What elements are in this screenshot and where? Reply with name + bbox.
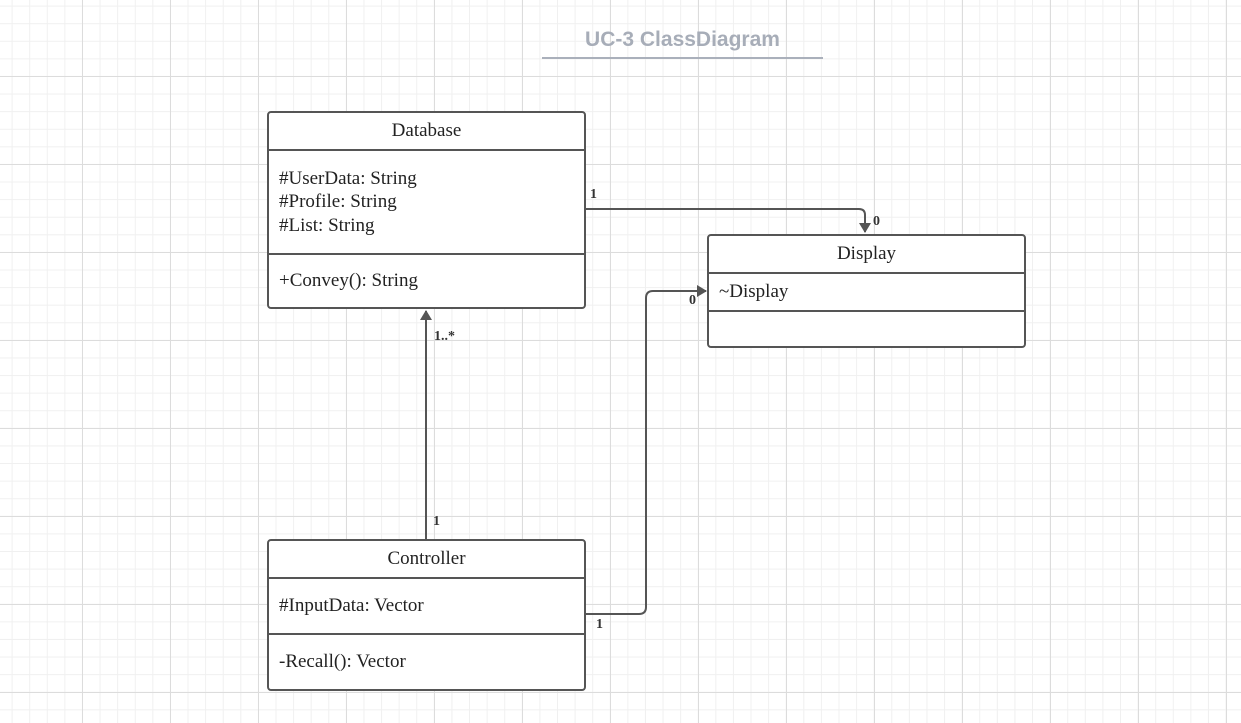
controller-attribute: #InputData: Vector <box>279 595 424 617</box>
controller-methods: -Recall(): Vector <box>269 635 584 689</box>
multiplicity-controller-display-target: 0 <box>689 293 696 308</box>
display-methods <box>709 312 1024 346</box>
display-attribute: ~Display <box>719 281 789 303</box>
database-display-link[interactable] <box>586 208 871 233</box>
database-methods: +Convey(): String <box>269 255 584 307</box>
controller-method: -Recall(): Vector <box>279 651 406 673</box>
diagram-title: UC-3 ClassDiagram <box>585 28 780 51</box>
controller-display-link[interactable] <box>586 285 707 615</box>
multiplicity-controller-display-source: 1 <box>596 617 603 632</box>
display-class-name: Display <box>709 236 1024 274</box>
controller-class[interactable]: Controller #InputData: Vector -Recall():… <box>267 539 586 691</box>
database-attributes: #UserData: String #Profile: String #List… <box>269 151 584 255</box>
title-underline <box>542 57 823 59</box>
database-attribute: #List: String <box>279 214 375 236</box>
database-attribute: #Profile: String <box>279 191 397 213</box>
controller-attributes: #InputData: Vector <box>269 579 584 635</box>
display-class[interactable]: Display ~Display <box>707 234 1026 348</box>
database-class-name: Database <box>269 113 584 151</box>
database-method: +Convey(): String <box>279 270 418 292</box>
display-attributes: ~Display <box>709 274 1024 312</box>
controller-class-name: Controller <box>269 541 584 579</box>
multiplicity-controller-database-target: 1..* <box>434 329 455 344</box>
database-attribute: #UserData: String <box>279 167 417 189</box>
database-class[interactable]: Database #UserData: String #Profile: Str… <box>267 111 586 309</box>
multiplicity-database-display-target: 0 <box>873 214 880 229</box>
multiplicity-database-display-source: 1 <box>590 187 597 202</box>
multiplicity-controller-database-source: 1 <box>433 514 440 529</box>
